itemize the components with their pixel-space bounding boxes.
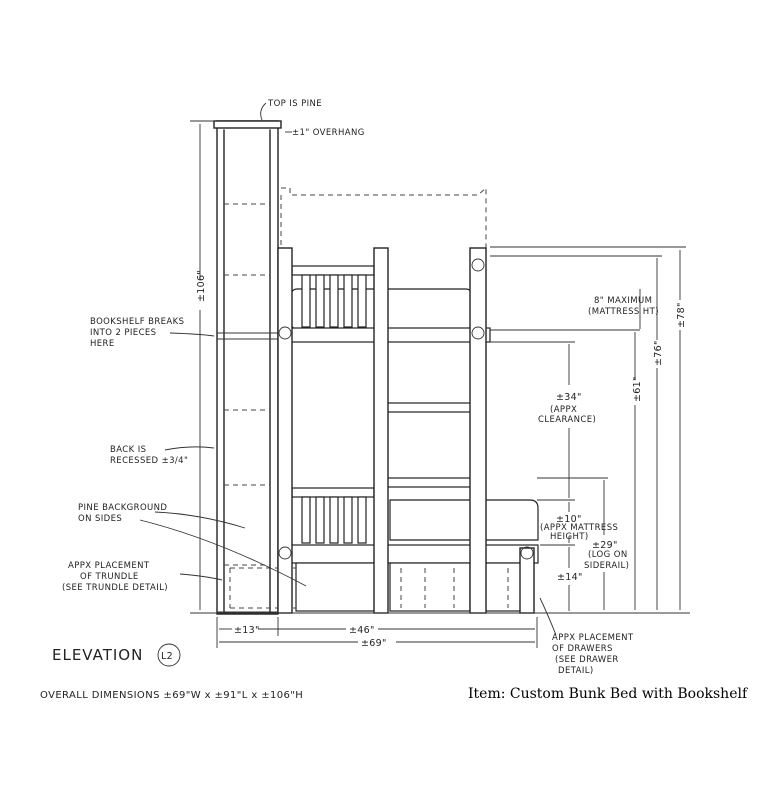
label-log-siderail-2: SIDERAIL) bbox=[584, 561, 629, 571]
label-pine-background-2: ON SIDES bbox=[78, 514, 122, 524]
dimension-lines bbox=[190, 120, 690, 648]
drawers bbox=[229, 562, 533, 612]
leader-lines bbox=[139, 102, 557, 636]
label-bookshelf-breaks-1: BOOKSHELF BREAKS bbox=[90, 317, 184, 327]
dim-13: ±13" bbox=[234, 625, 260, 636]
label-bookshelf-breaks-2: INTO 2 PIECES bbox=[90, 328, 156, 338]
label-drawers-1: APPX PLACEMENT bbox=[552, 633, 634, 643]
label-trundle-3: (SEE TRUNDLE DETAIL) bbox=[62, 583, 168, 593]
elevation-tag: L2 bbox=[161, 651, 173, 662]
dim-34: ±34" bbox=[556, 392, 582, 403]
dim-78: ±78" bbox=[676, 302, 687, 328]
bottom-mattress bbox=[389, 499, 539, 541]
label-drawers-4: DETAIL) bbox=[558, 666, 594, 676]
label-overhang: ±1" OVERHANG bbox=[292, 128, 365, 138]
post-foot bbox=[519, 547, 535, 614]
label-mattress-height-1: (APPX MATTRESS bbox=[540, 523, 618, 533]
bunk-bed bbox=[229, 247, 539, 614]
label-trundle-1: APPX PLACEMENT bbox=[68, 561, 150, 571]
label-drawers-2: OF DRAWERS bbox=[552, 644, 613, 654]
label-clearance-2: CLEARANCE) bbox=[538, 415, 596, 425]
bottom-headboard-slats bbox=[291, 487, 375, 544]
label-back-recessed-2: RECESSED ±3/4" bbox=[110, 456, 188, 466]
label-bookshelf-breaks-3: HERE bbox=[90, 339, 115, 349]
label-clearance-1: (APPX bbox=[550, 405, 577, 415]
dim-76: ±76" bbox=[653, 340, 664, 366]
post-left bbox=[277, 247, 293, 614]
label-mattress-height-2: HEIGHT) bbox=[550, 532, 589, 542]
label-pine-background-1: PINE BACKGROUND bbox=[78, 503, 167, 513]
item-caption: Item: Custom Bunk Bed with Bookshelf bbox=[468, 686, 748, 702]
elevation-tag-circle bbox=[157, 643, 181, 667]
ladder-rung-lower bbox=[386, 477, 472, 488]
dim-29: ±29" bbox=[592, 540, 618, 551]
dim-10: ±10" bbox=[556, 514, 582, 525]
dim-61: ±61" bbox=[632, 376, 643, 402]
bookshelf bbox=[213, 120, 282, 615]
label-drawers-3: (SEE DRAWER bbox=[555, 655, 619, 665]
label-back-recessed-1: BACK IS bbox=[110, 445, 146, 455]
dim-46: ±46" bbox=[349, 625, 375, 636]
label-mattress-max-1: 8" MAXIMUM bbox=[594, 296, 652, 306]
label-trundle-2: OF TRUNDLE bbox=[80, 572, 139, 582]
post-middle bbox=[373, 247, 389, 614]
top-headboard-slats bbox=[291, 265, 375, 328]
ghost-outline bbox=[281, 186, 487, 250]
post-right bbox=[469, 247, 487, 614]
dim-106: ±106" bbox=[196, 270, 207, 302]
bookshelf-body bbox=[216, 120, 279, 615]
dim-14: ±14" bbox=[557, 572, 583, 583]
overall-dimensions: OVERALL DIMENSIONS ±69"W x ±91"L x ±106"… bbox=[40, 690, 303, 701]
elevation-title: ELEVATION bbox=[52, 646, 143, 664]
ladder-rung-upper bbox=[386, 402, 472, 413]
bottom-bunk-rail bbox=[281, 544, 539, 564]
label-log-siderail-1: (LOG ON bbox=[588, 550, 628, 560]
label-top-is-pine: TOP IS PINE bbox=[267, 99, 322, 109]
dim-69: ±69" bbox=[361, 638, 387, 649]
bookshelf-top bbox=[213, 120, 282, 129]
label-mattress-max-2: (MATTRESS HT) bbox=[588, 307, 659, 317]
